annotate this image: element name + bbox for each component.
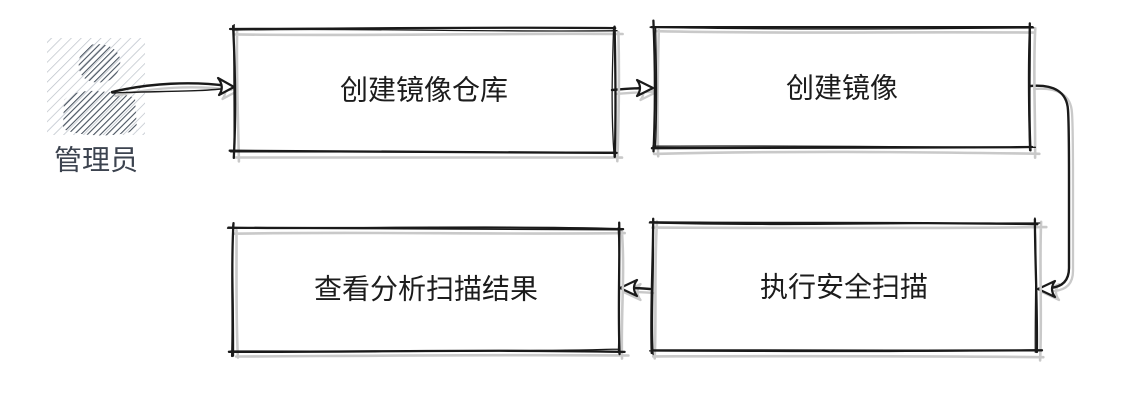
arrowhead-right xyxy=(216,76,236,97)
node-view-scan-results: 查看分析扫描结果 xyxy=(226,221,630,360)
node-shadow xyxy=(652,26,1041,159)
node-create-image: 创建镜像 xyxy=(649,19,1041,159)
node-label: 查看分析扫描结果 xyxy=(314,274,538,305)
node-label: 创建镜像仓库 xyxy=(340,75,508,106)
node-shadow xyxy=(233,27,624,163)
actor: 管理员 xyxy=(47,38,145,176)
node-border xyxy=(650,19,1034,153)
node-shadow xyxy=(651,220,1048,362)
node-label: 执行安全扫描 xyxy=(760,272,928,303)
node-border xyxy=(648,217,1041,356)
node-create-image-registry: 创建镜像仓库 xyxy=(228,24,624,163)
person-icon-head xyxy=(78,44,121,83)
node-border xyxy=(649,24,1037,152)
node-shadow xyxy=(233,228,630,360)
node-border xyxy=(226,224,623,357)
node-border xyxy=(229,24,618,158)
actor-label: 管理员 xyxy=(54,145,138,176)
edge-run-security-scan-to-view-scan-results xyxy=(618,278,655,302)
arrowhead-right xyxy=(635,78,655,98)
node-border xyxy=(228,24,618,160)
node-run-security-scan: 执行安全扫描 xyxy=(648,217,1048,362)
person-icon-body xyxy=(63,90,137,136)
node-label: 创建镜像 xyxy=(786,73,898,104)
